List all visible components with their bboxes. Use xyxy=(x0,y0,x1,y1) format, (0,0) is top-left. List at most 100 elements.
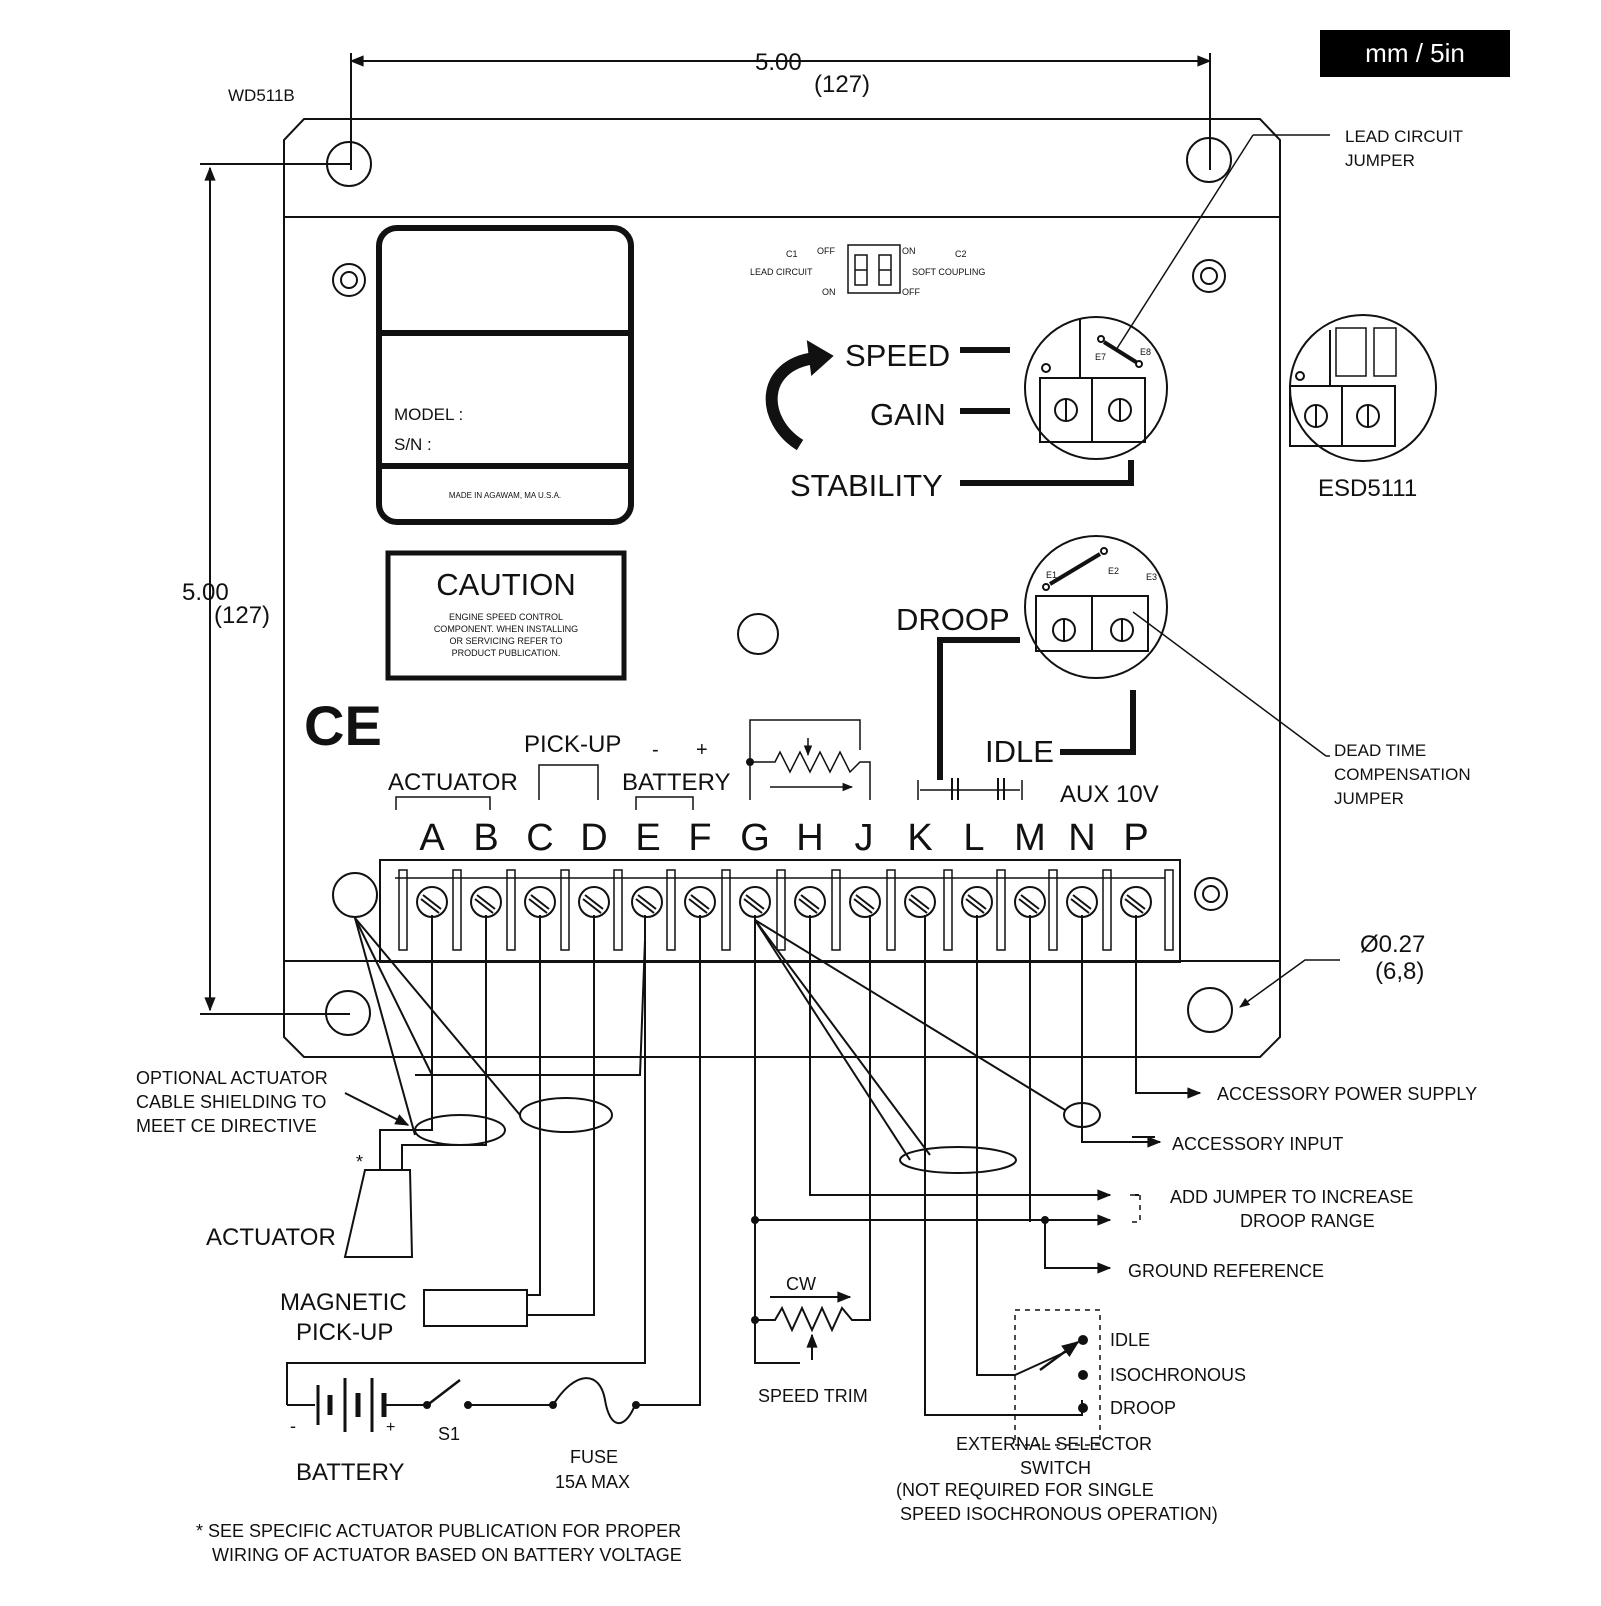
hole-dim-text: Ø0.27 xyxy=(1360,931,1425,958)
screw-slot xyxy=(528,898,548,914)
terminal-screw-e xyxy=(631,886,663,918)
pot-detail-circle xyxy=(1024,316,1168,460)
screw-slot xyxy=(584,894,604,910)
lead-circuit-callout: JUMPER xyxy=(1345,151,1415,170)
screw-slot xyxy=(1126,894,1146,910)
dead-time-callout: COMPENSATION xyxy=(1334,765,1471,784)
adjust-arrow xyxy=(765,352,817,451)
selector-iso-label: ISOCHRONOUS xyxy=(1110,1365,1246,1385)
caution-title: CAUTION xyxy=(436,567,576,602)
ground-reference-label: GROUND REFERENCE xyxy=(1128,1261,1324,1281)
terminal-separator xyxy=(1102,869,1112,951)
lead-circuit-leader xyxy=(1115,134,1254,351)
magnetic-pickup-label: MAGNETIC xyxy=(280,1289,407,1316)
dip-c2: C2 xyxy=(955,249,967,259)
add-jumper-label: DROOP RANGE xyxy=(1240,1211,1375,1231)
screw-slot xyxy=(853,898,873,914)
screw-slot xyxy=(420,898,440,914)
width-dim-text: 5.00 xyxy=(755,49,802,76)
hole-dim-mm: (6,8) xyxy=(1375,958,1424,985)
esd5111-detail-circle xyxy=(1289,314,1437,462)
terminal-label-a: A xyxy=(419,817,445,859)
shield-note: MEET CE DIRECTIVE xyxy=(136,1116,317,1136)
pickup-shield-ellipse xyxy=(519,1097,613,1133)
dip-on-right: ON xyxy=(902,246,916,256)
screw-slot xyxy=(530,894,550,910)
droop-label: DROOP xyxy=(896,602,1010,637)
terminal-label-g: G xyxy=(740,817,770,859)
group-aux: AUX 10V xyxy=(1060,781,1159,808)
group-battery: BATTERY xyxy=(622,769,730,796)
battery-minus: - xyxy=(652,739,659,761)
screw-slot xyxy=(582,898,602,914)
screw-slot xyxy=(476,894,496,910)
battery-plus-sign: + xyxy=(386,1419,395,1436)
screw-slot xyxy=(422,894,442,910)
screw-slot xyxy=(635,898,655,914)
lead-circuit-callout: LEAD CIRCUIT xyxy=(1345,127,1463,146)
mount-hole xyxy=(325,990,371,1036)
terminal-block xyxy=(379,859,1181,963)
caution-box xyxy=(385,550,627,681)
terminal-separator xyxy=(613,869,623,951)
terminal-separator xyxy=(1048,869,1058,951)
terminal-screw-j xyxy=(849,886,881,918)
terminal-separator xyxy=(721,869,731,951)
actuator-symbol xyxy=(343,1169,414,1258)
magnetic-pickup-symbol xyxy=(423,1289,528,1327)
dip-c1: C1 xyxy=(786,249,798,259)
jumper-e1: E1 xyxy=(1046,570,1057,580)
screw-slot xyxy=(1020,894,1040,910)
terminal-label-k: K xyxy=(907,817,932,859)
switch-s1-label: S1 xyxy=(438,1424,460,1444)
terminal-separator xyxy=(943,869,953,951)
selector-note: SPEED ISOCHRONOUS OPERATION) xyxy=(900,1504,1218,1524)
jumper-e2: E2 xyxy=(1108,566,1119,576)
ce-mark: CE xyxy=(304,694,382,757)
screw-slot xyxy=(474,898,494,914)
label-plate xyxy=(376,225,634,525)
units-badge: mm / 5in xyxy=(1320,30,1510,77)
gain-label: GAIN xyxy=(870,397,946,432)
magnetic-pickup-label: PICK-UP xyxy=(296,1319,393,1346)
terminal-label-d: D xyxy=(580,817,607,859)
label-made-in: MADE IN AGAWAM, MA U.S.A. xyxy=(449,491,561,500)
footnote: * SEE SPECIFIC ACTUATOR PUBLICATION FOR … xyxy=(196,1521,681,1541)
label-sn: S/N : xyxy=(394,435,432,454)
terminal-separator xyxy=(452,869,462,951)
screw-slot xyxy=(745,894,765,910)
actuator-star: * xyxy=(356,1152,363,1172)
accessory-input-label: ACCESSORY INPUT xyxy=(1172,1134,1343,1154)
screw-slot xyxy=(965,898,985,914)
terminal-label-p: P xyxy=(1123,817,1148,859)
dead-time-leader xyxy=(1132,611,1327,757)
shield-note: CABLE SHIELDING TO xyxy=(136,1092,326,1112)
group-pickup: PICK-UP xyxy=(524,731,621,758)
terminal-label-e: E xyxy=(635,817,660,859)
board-outline xyxy=(283,118,1281,1058)
mount-hole xyxy=(326,141,372,187)
dead-time-callout: JUMPER xyxy=(1334,789,1404,808)
stability-label: STABILITY xyxy=(790,468,943,503)
selector-idle-label: IDLE xyxy=(1110,1330,1150,1350)
terminal-separator xyxy=(560,869,570,951)
shield-note: OPTIONAL ACTUATOR xyxy=(136,1068,328,1088)
caution-line: ENGINE SPEED CONTROL xyxy=(449,612,563,622)
screw-slot xyxy=(855,894,875,910)
dip-switch xyxy=(847,244,901,294)
accessory-power-label: ACCESSORY POWER SUPPLY xyxy=(1217,1084,1477,1104)
selector-note: (NOT REQUIRED FOR SINGLE xyxy=(896,1480,1154,1500)
caution-line: COMPONENT. WHEN INSTALLING xyxy=(434,624,578,634)
selector-note: SWITCH xyxy=(1020,1458,1091,1478)
selector-shield-ellipse xyxy=(899,1146,1017,1174)
mount-hole xyxy=(1186,137,1232,183)
caution-line: PRODUCT PUBLICATION. xyxy=(452,648,561,658)
cw-label: CW xyxy=(786,1274,816,1294)
jumper-e8: E8 xyxy=(1140,347,1151,357)
screw-slot xyxy=(1072,894,1092,910)
screw-slot xyxy=(1070,898,1090,914)
screw-slot xyxy=(967,894,987,910)
terminal-separator xyxy=(886,869,896,951)
